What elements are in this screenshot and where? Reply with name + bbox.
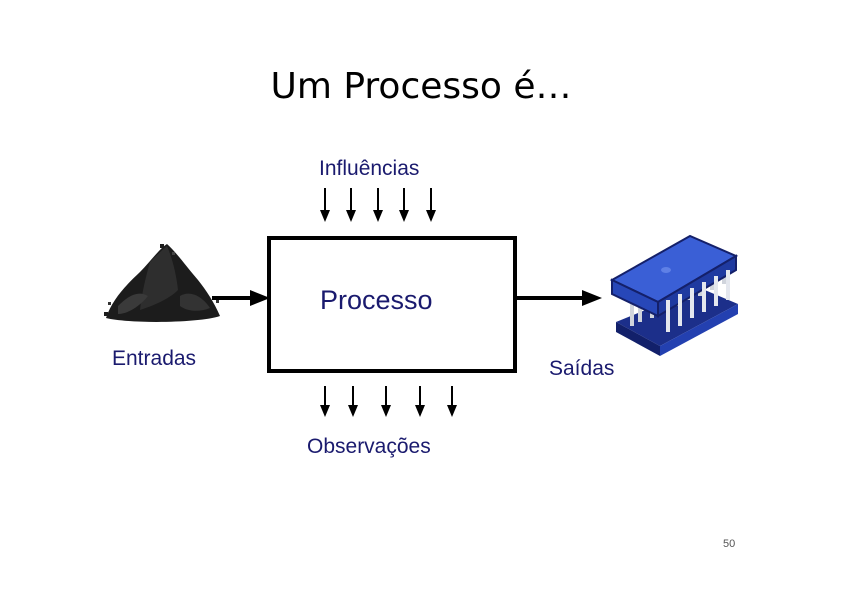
- influence-arrowhead: [399, 210, 409, 222]
- inputs-label: Entradas: [112, 347, 197, 370]
- black-pile-icon: [104, 244, 220, 322]
- influence-arrowhead: [320, 210, 330, 222]
- observations-label: Observações: [307, 435, 431, 458]
- influences-label: Influências: [319, 157, 420, 180]
- influence-arrowhead: [426, 210, 436, 222]
- observation-arrowhead: [415, 405, 425, 417]
- slide-title: Um Processo é…: [270, 66, 572, 107]
- output-arrow: [517, 290, 602, 306]
- influence-arrows: [320, 188, 436, 222]
- observation-arrows: [320, 386, 457, 417]
- microchip-icon: [609, 234, 739, 356]
- influence-arrowhead: [346, 210, 356, 222]
- influence-arrowhead: [373, 210, 383, 222]
- input-arrow: [212, 290, 270, 306]
- observation-arrowhead: [381, 405, 391, 417]
- process-label: Processo: [320, 285, 433, 315]
- observation-arrowhead: [447, 405, 457, 417]
- page-number: 50: [723, 538, 736, 550]
- process-box: [267, 236, 517, 373]
- outputs-label: Saídas: [549, 357, 615, 380]
- observation-arrowhead: [320, 405, 330, 417]
- observation-arrowhead: [348, 405, 358, 417]
